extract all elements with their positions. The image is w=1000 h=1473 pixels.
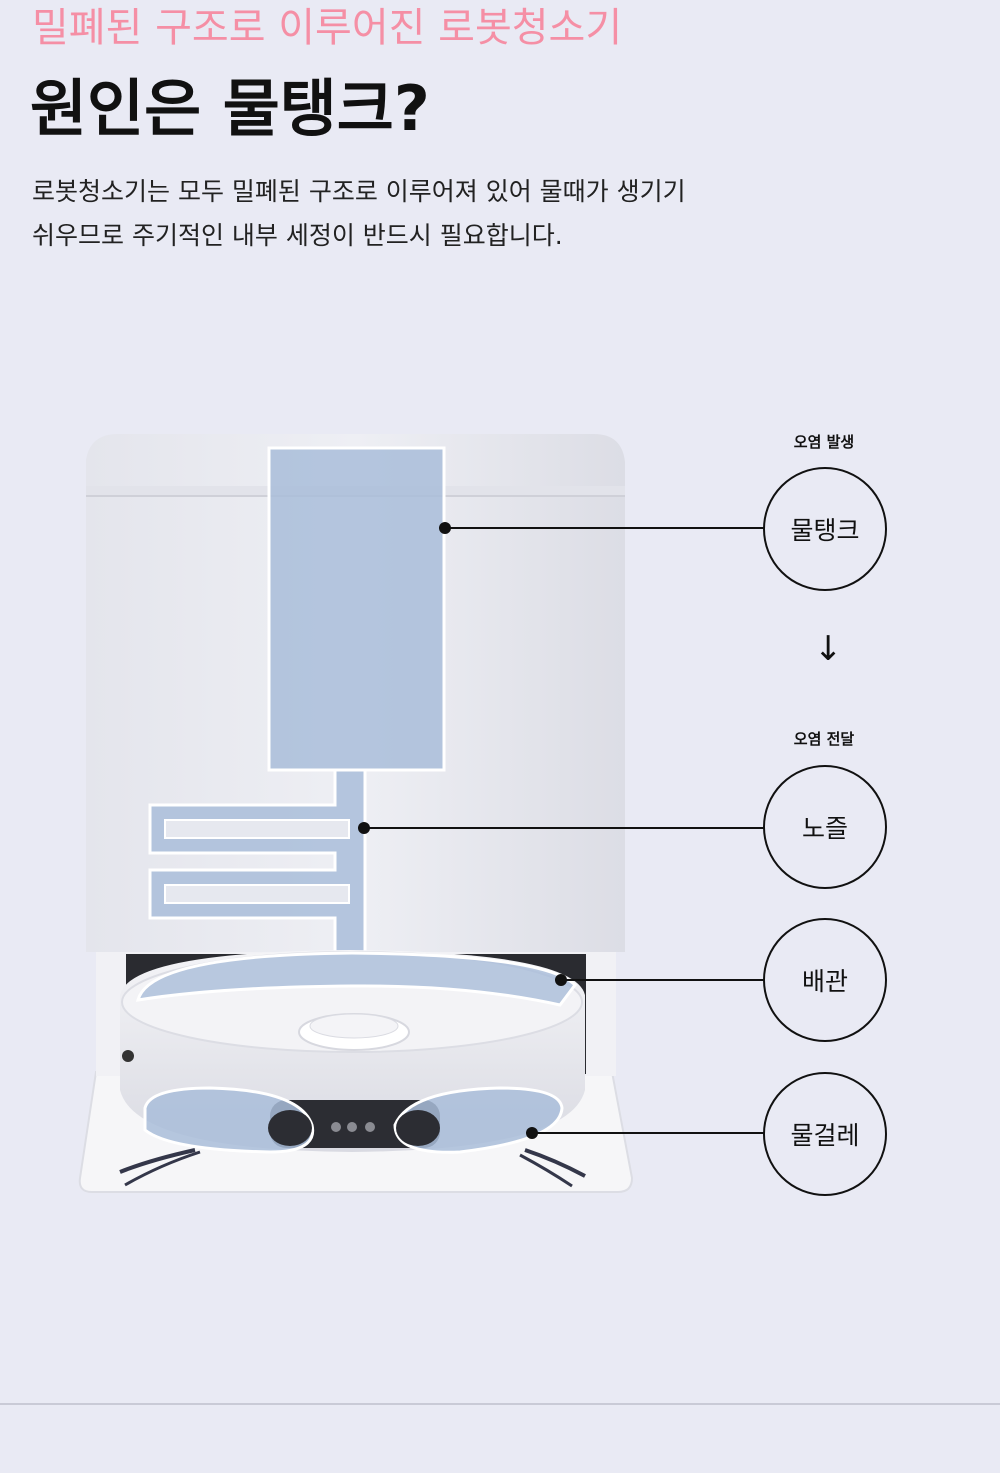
stage-label-contamination-source: 오염 발생: [793, 433, 855, 451]
callout-water-tank: 물탱크: [763, 467, 887, 591]
callout-pipe: 배관: [763, 918, 887, 1042]
connector-dot-nozzle: [358, 822, 370, 834]
arrow-down-icon: ↓: [814, 629, 843, 669]
side-brush-right: [524, 1148, 586, 1178]
stage-label-contamination-transfer: 오염 전달: [793, 730, 855, 748]
description: 로봇청소기는 모두 밀폐된 구조로 이루어져 있어 물때가 생기기 쉬우므로 주…: [32, 170, 686, 258]
bottom-divider: [0, 1403, 1000, 1405]
callout-mop: 물걸레: [763, 1072, 887, 1196]
connector-dot-mop: [526, 1127, 538, 1139]
section-subtitle: 밀폐된 구조로 이루어진 로봇청소기: [32, 5, 623, 51]
water-tank-highlight: [267, 446, 446, 772]
page-title: 원인은 물탱크?: [30, 72, 430, 145]
description-line-1: 로봇청소기는 모두 밀폐된 구조로 이루어져 있어 물때가 생기기: [32, 177, 686, 206]
description-line-2: 쉬우므로 주기적인 내부 세정이 반드시 필요합니다.: [32, 221, 563, 250]
connector-dot-tank: [439, 522, 451, 534]
side-brush-left: [119, 1148, 196, 1174]
pipe-highlight: [135, 951, 577, 1007]
connector-dot-pipe: [555, 974, 567, 986]
callout-nozzle: 노즐: [763, 765, 887, 889]
